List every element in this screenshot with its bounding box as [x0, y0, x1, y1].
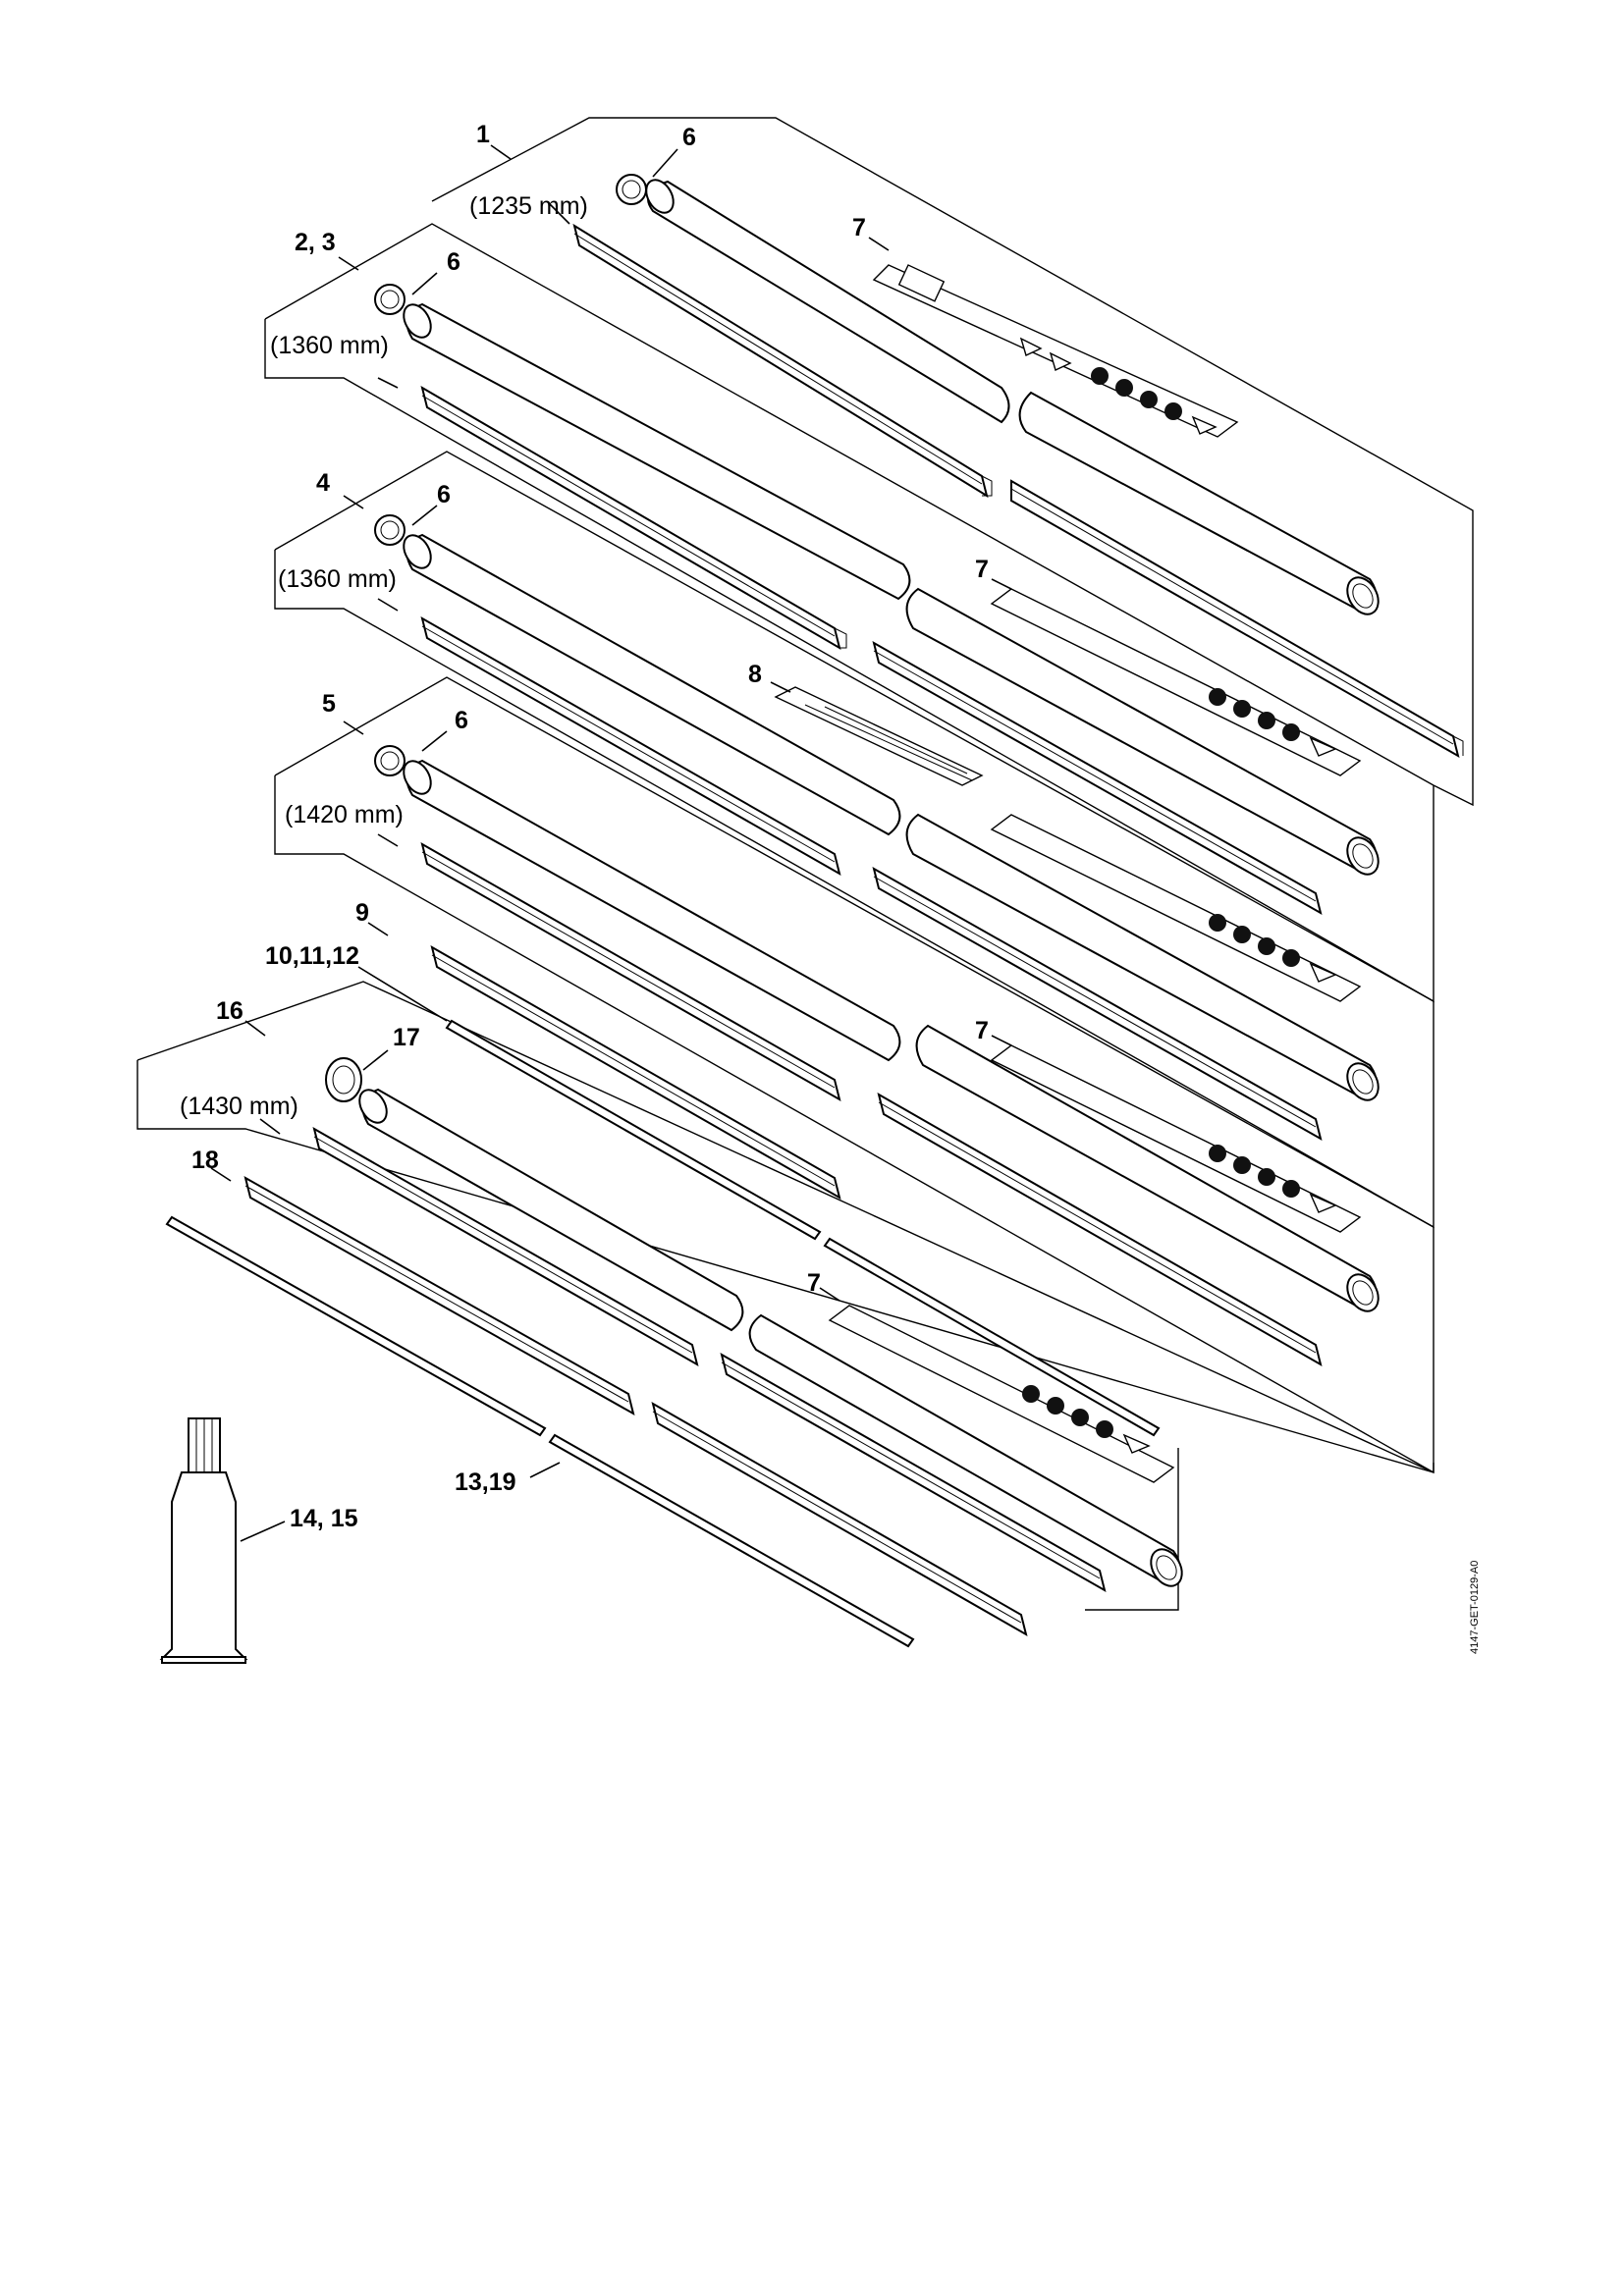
- callout-6-c: 6: [437, 481, 451, 508]
- callout-14-15: 14, 15: [290, 1505, 358, 1532]
- diagram-code: 4147-GET-0129-A0: [1469, 1561, 1481, 1654]
- callout-10-11-12: 10,11,12: [265, 942, 359, 970]
- callout-16: 16: [216, 997, 244, 1025]
- grease-tube-icon: [159, 1417, 248, 1664]
- group-frame-1: [431, 117, 1474, 807]
- tube-assembly-5: [403, 759, 1380, 1142]
- callout-6-a: 6: [682, 124, 696, 151]
- callout-13-19: 13,19: [455, 1468, 516, 1496]
- drive-shaft-10-12: [445, 1019, 1161, 1437]
- callout-9: 9: [355, 899, 369, 927]
- tube-assembly-1: [572, 179, 1464, 759]
- callout-6-d: 6: [455, 707, 468, 734]
- collar-ring-icon: [374, 284, 406, 315]
- dimension-1420: (1420 mm): [285, 801, 404, 828]
- callout-7-b: 7: [975, 556, 989, 583]
- callout-7-a: 7: [852, 214, 866, 241]
- callout-17: 17: [393, 1024, 420, 1051]
- collar-ring-icon: [616, 174, 647, 205]
- collar-ring-icon: [374, 514, 406, 546]
- tube-assembly-16: [244, 1088, 1183, 1637]
- dimension-1360-a: (1360 mm): [270, 332, 389, 359]
- leader-lines: [210, 144, 1012, 1542]
- callout-18: 18: [191, 1147, 219, 1174]
- dimension-1430: (1430 mm): [180, 1093, 298, 1120]
- group-frame-2-3: [264, 223, 1435, 1003]
- tube-assembly-4: [403, 533, 1380, 916]
- bushing-icon: [325, 1057, 362, 1102]
- callout-2-3: 2, 3: [295, 229, 336, 256]
- callout-6-b: 6: [447, 248, 460, 276]
- callout-5: 5: [322, 690, 336, 718]
- dimension-1360-b: (1360 mm): [278, 565, 397, 593]
- callout-7-c: 7: [975, 1017, 989, 1044]
- callout-4: 4: [316, 469, 330, 497]
- tube-assembly-2-3: [403, 302, 911, 651]
- drive-shaft-13-19: [165, 1215, 915, 1648]
- collar-ring-icon: [374, 745, 406, 776]
- callout-7-d: 7: [807, 1269, 821, 1297]
- info-label-part-8: [774, 686, 984, 786]
- group-frame-4: [274, 451, 1435, 1229]
- tube-assembly-9: [430, 944, 1380, 1367]
- callout-1: 1: [476, 121, 490, 148]
- dimension-1235: (1235 mm): [469, 192, 588, 220]
- group-frame-5: [274, 676, 1435, 1474]
- callout-8: 8: [748, 661, 762, 688]
